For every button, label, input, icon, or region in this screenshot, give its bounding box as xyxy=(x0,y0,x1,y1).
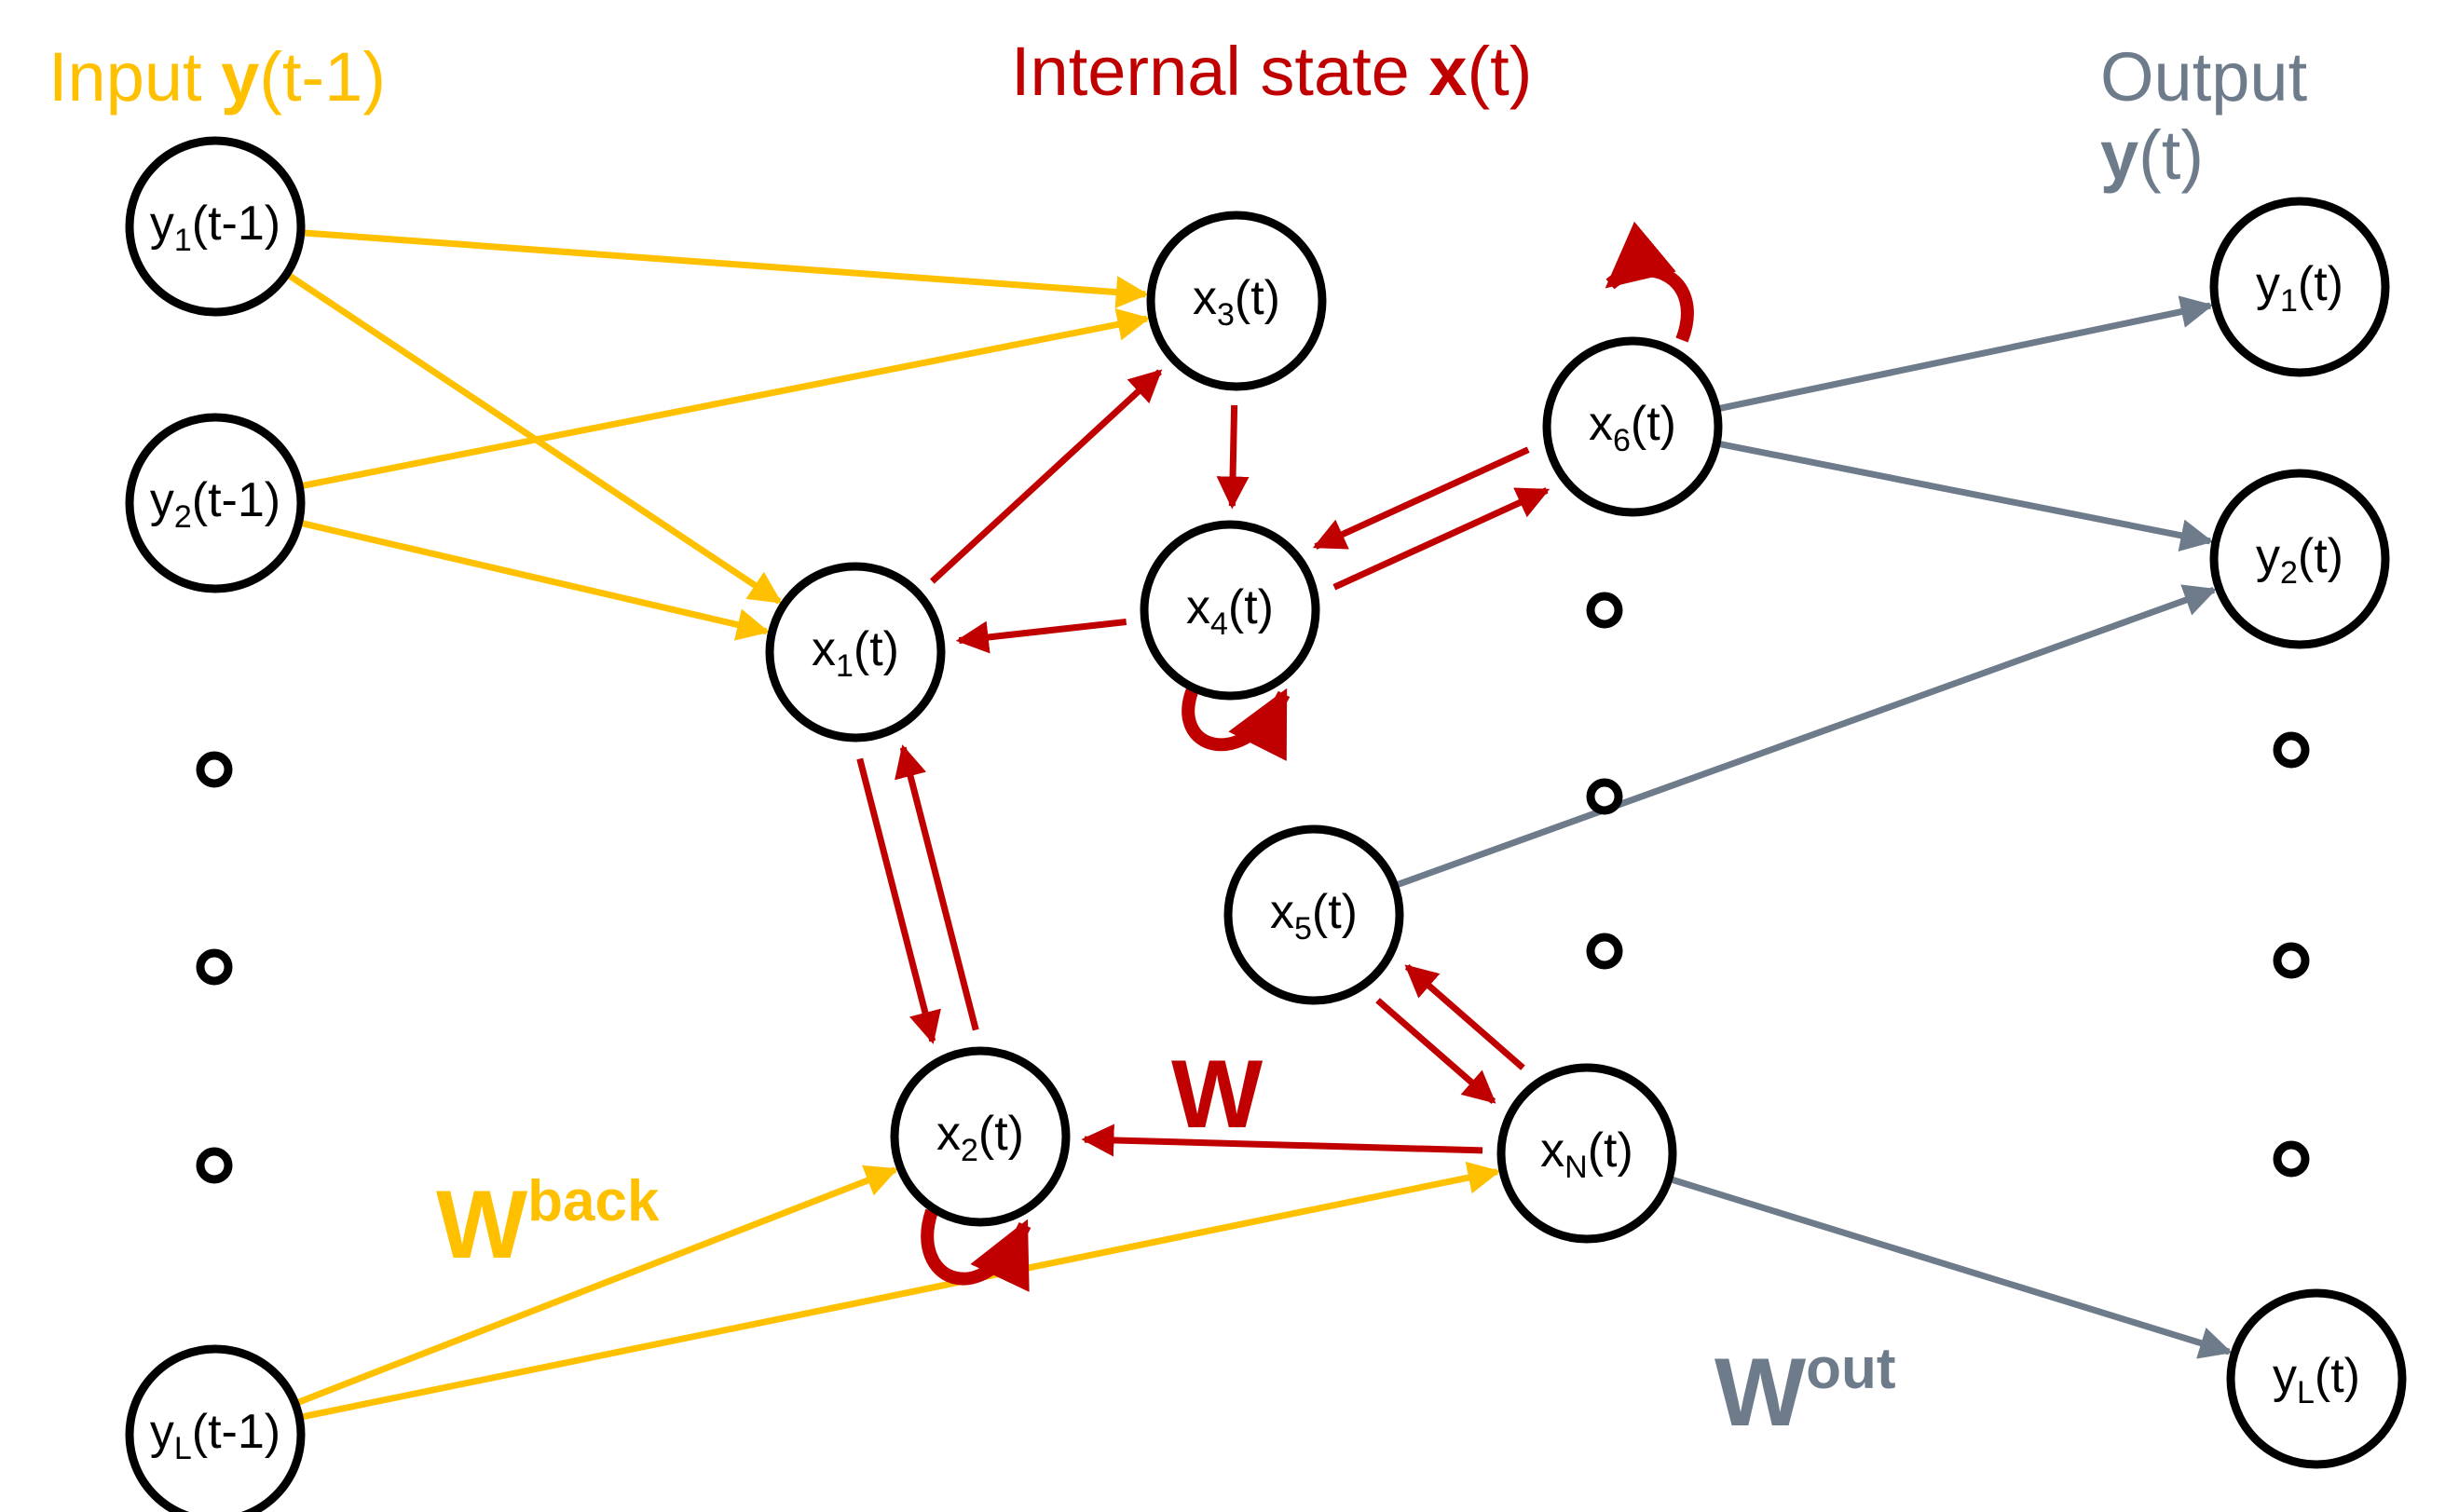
node-y1_out: y1(t) xyxy=(2209,197,2390,377)
edge-y2_in-to-x1 xyxy=(299,519,770,641)
node-x5: x5(t) xyxy=(1223,824,1404,1005)
nodes-group: y1(t-1) y2(t-1) yL(t-1) x1(t) x2(t) x3(t) x4(t… xyxy=(125,136,2407,1512)
w-internal-label: W xyxy=(1171,1041,1264,1149)
node-circle xyxy=(2209,469,2390,649)
node-label: x6(t) xyxy=(1589,397,1676,458)
ellipsis-dot xyxy=(2273,942,2310,979)
edge-yL_in-to-x2 xyxy=(295,1165,898,1407)
node-circle xyxy=(2226,1288,2407,1469)
node-label: x4(t) xyxy=(1186,580,1274,642)
edge-xN-to-x2 xyxy=(1081,1124,1483,1157)
node-x4: x4(t) xyxy=(1140,520,1320,701)
node-label: yL(t) xyxy=(2273,1349,2360,1410)
node-circle xyxy=(125,136,306,317)
ellipsis-dot xyxy=(2273,731,2310,769)
ellipsis-dot xyxy=(196,948,233,986)
edge-xN-to-yL_out xyxy=(1669,1176,2233,1359)
node-x3: x3(t) xyxy=(1146,211,1327,391)
ellipsis-dots xyxy=(196,592,2310,1184)
self-loop-x6 xyxy=(1605,221,1694,343)
edge-x4-to-x1 xyxy=(955,618,1127,654)
node-circle xyxy=(765,562,946,742)
w-back-label: Wback xyxy=(436,1169,660,1279)
ellipsis-dot xyxy=(196,1147,233,1184)
edge-x1-to-x3 xyxy=(929,369,1163,584)
node-label: x3(t) xyxy=(1193,271,1280,333)
self-loops-group xyxy=(921,221,1694,1292)
node-label: yL(t-1) xyxy=(150,1405,280,1466)
node-circle xyxy=(1223,824,1404,1005)
edge-yL_in-to-xN xyxy=(300,1161,1501,1421)
internal-state-heading: Internal state x(t) xyxy=(1011,33,1532,110)
ellipsis-dot xyxy=(1586,933,1623,970)
edge-x6-to-y1_out xyxy=(1717,295,2214,413)
node-label: y2(t-1) xyxy=(150,473,280,535)
node-label: y2(t) xyxy=(2256,529,2343,591)
w-out-label: Wout xyxy=(1714,1337,1896,1447)
edge-x6-to-x4 xyxy=(1312,446,1530,550)
node-x6: x6(t) xyxy=(1542,336,1723,517)
node-y2_out: y2(t) xyxy=(2209,469,2390,649)
node-label: y1(t-1) xyxy=(150,197,280,258)
node-label: y1(t) xyxy=(2256,257,2343,319)
node-circle xyxy=(1496,1063,1677,1244)
edge-x5-to-xN xyxy=(1375,998,1496,1105)
node-circle xyxy=(1140,520,1320,701)
node-x2: x2(t) xyxy=(890,1046,1071,1227)
node-label: xN(t) xyxy=(1540,1124,1633,1185)
ellipsis-dot xyxy=(2273,1140,2310,1178)
edge-x5-to-y2_out xyxy=(1395,584,2218,889)
node-circle xyxy=(1146,211,1327,391)
node-circle xyxy=(1542,336,1723,517)
self-loop-x4 xyxy=(1182,687,1291,762)
edge-y2_in-to-x3 xyxy=(300,307,1151,490)
node-yL_in: yL(t-1) xyxy=(125,1344,306,1512)
edge-x4-to-x6 xyxy=(1332,487,1551,591)
self-loop-x2 xyxy=(921,1208,1031,1292)
ellipsis-dot xyxy=(196,751,233,788)
node-label: x2(t) xyxy=(936,1107,1024,1168)
node-circle xyxy=(2209,197,2390,377)
node-y1_in: y1(t-1) xyxy=(125,136,306,317)
edge-x6-to-y2_out xyxy=(1717,440,2214,552)
node-circle xyxy=(890,1046,1071,1227)
ellipsis-dot xyxy=(1586,592,1623,629)
edges-group xyxy=(286,229,2233,1421)
edge-xN-to-x5 xyxy=(1404,963,1525,1070)
node-xN: xN(t) xyxy=(1496,1063,1677,1244)
node-label: x1(t) xyxy=(812,622,899,684)
edge-y1_in-to-x3 xyxy=(302,229,1149,309)
edge-x2-to-x1 xyxy=(895,744,979,1031)
ellipsis-dot xyxy=(1586,778,1623,815)
node-y2_in: y2(t-1) xyxy=(125,413,306,593)
node-label: x5(t) xyxy=(1270,885,1358,947)
edge-x3-to-x4 xyxy=(1216,404,1250,510)
node-x1: x1(t) xyxy=(765,562,946,742)
node-yL_out: yL(t) xyxy=(2226,1288,2407,1469)
edge-x1-to-x2 xyxy=(856,757,941,1044)
node-circle xyxy=(125,413,306,593)
node-circle xyxy=(125,1344,306,1512)
input-heading: Input y(t-1) xyxy=(48,38,386,116)
